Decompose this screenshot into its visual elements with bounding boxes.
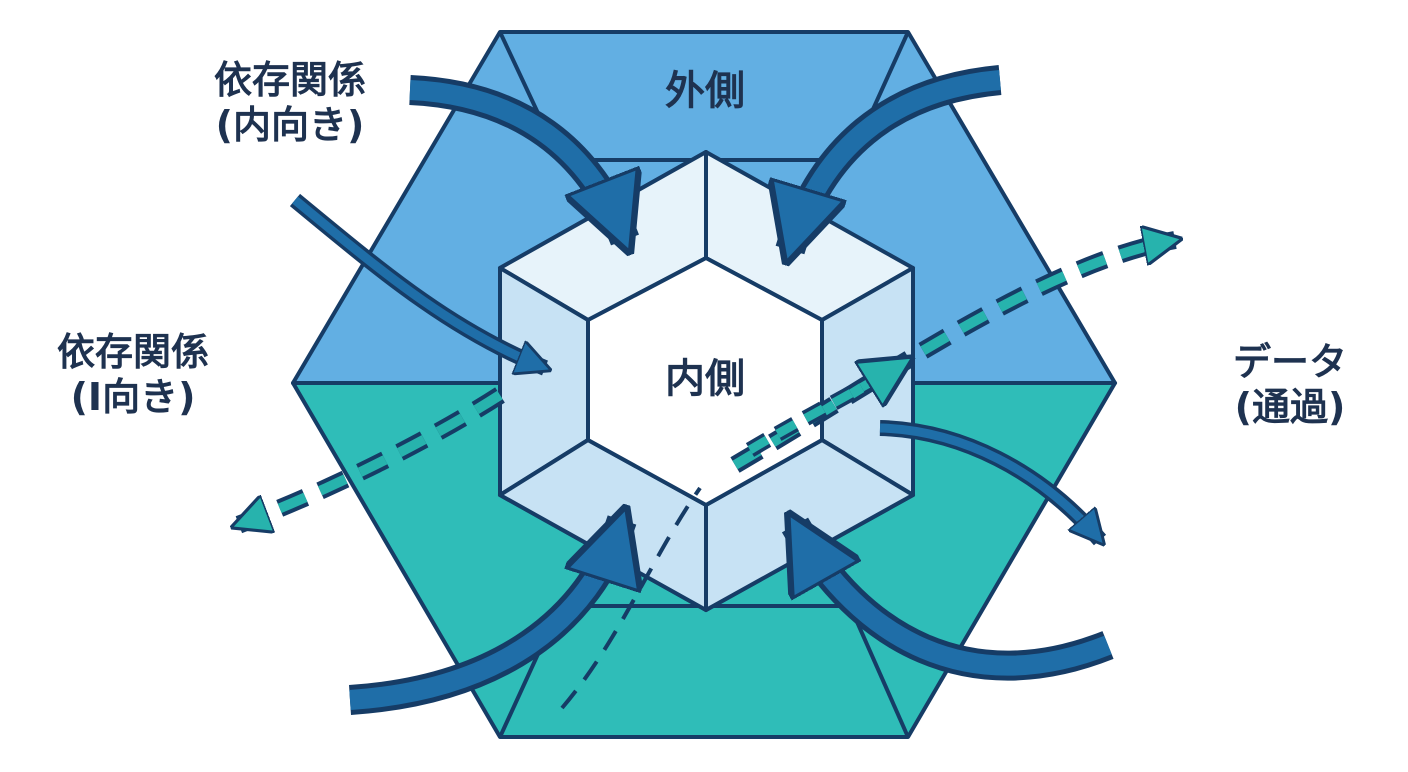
data-flow-trace	[560, 486, 702, 710]
dependency-inward-label: 依存関係 (内向き)	[213, 58, 366, 147]
dependency-i-direction-label: 依存関係 (I向き)	[56, 330, 209, 419]
inner-layer-label: 内側	[665, 356, 745, 402]
data-pass-through-label: データ (通過)	[1232, 340, 1347, 429]
outer-layer-label: 外側	[665, 68, 745, 114]
